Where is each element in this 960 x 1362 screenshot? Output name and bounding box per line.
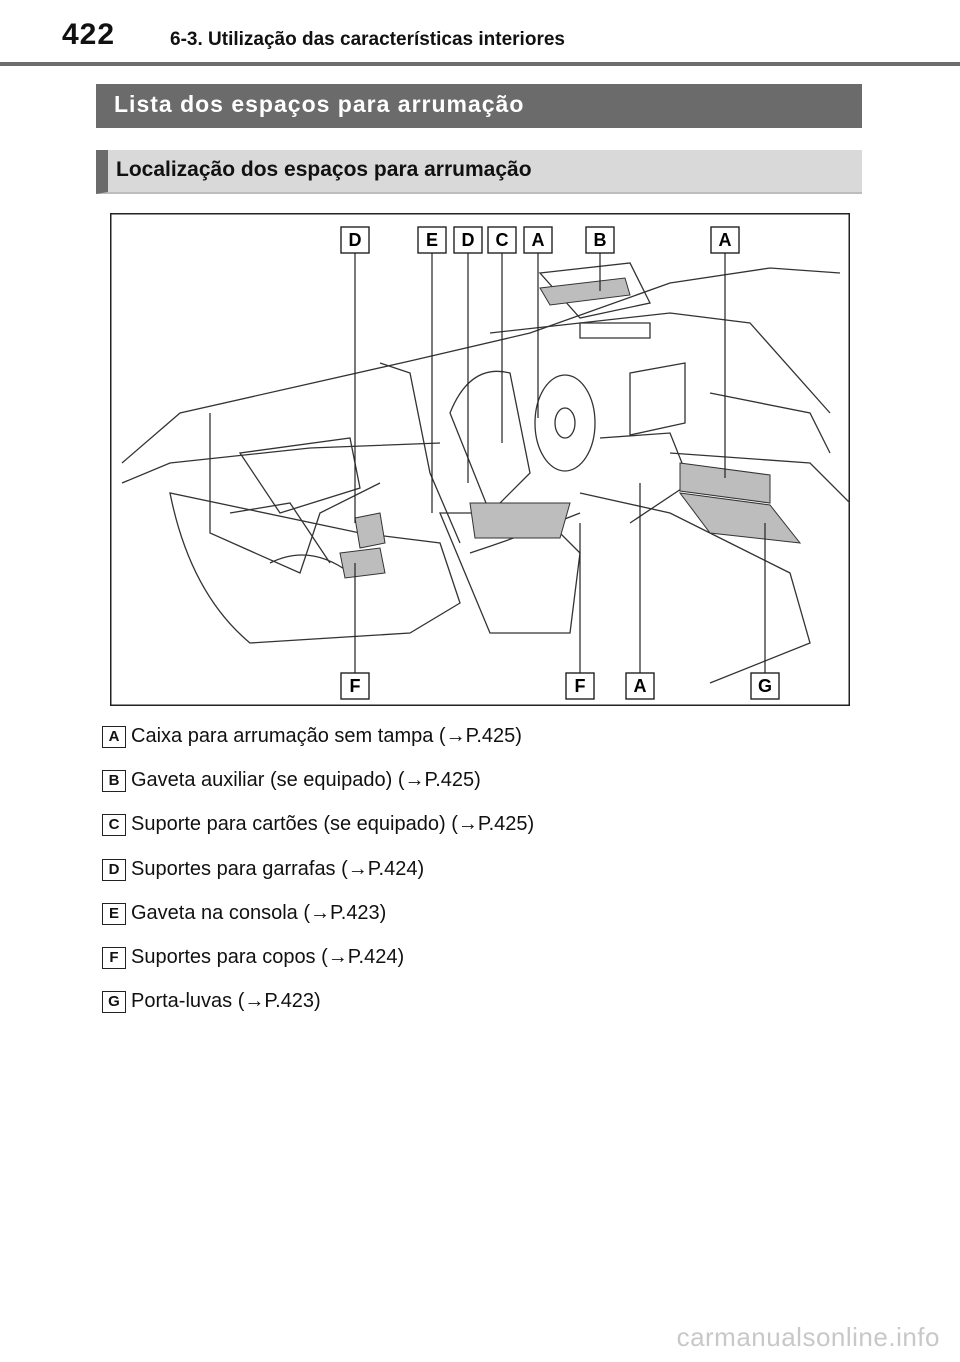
legend-item: A Caixa para arrumação sem tampa (→P.425…	[102, 722, 802, 766]
legend-text: Gaveta na consola (→P.423)	[131, 901, 387, 924]
front-seat-right	[579, 492, 811, 684]
callout-top-6: B	[585, 226, 615, 254]
callout-top-1-label: D	[349, 230, 362, 250]
dashboard-lower	[669, 452, 850, 504]
rear-door	[209, 413, 381, 574]
callout-top-1: D	[340, 226, 370, 254]
callout-bottom-3-label: A	[634, 676, 647, 696]
display-screen	[629, 362, 686, 436]
legend-badge: C	[102, 814, 126, 837]
legend-badge: E	[102, 902, 126, 925]
legend-item: C Suporte para cartões (se equipado) (→P…	[102, 810, 802, 854]
callout-top-2: E	[417, 226, 447, 254]
callout-bottom-4: G	[750, 672, 780, 700]
rear-door-line	[121, 442, 441, 484]
legend-text: Suporte para cartões (se equipado) (→P.4…	[131, 813, 535, 836]
legend-text: Suportes para garrafas (→P.424)	[131, 857, 425, 880]
callout-top-4: C	[487, 226, 517, 254]
leader-lines	[354, 247, 766, 673]
interior-illustration: D E D C A B A F F A G	[110, 213, 850, 706]
legend-badge: A	[102, 726, 126, 748]
callout-bottom-1: F	[340, 672, 370, 700]
callout-top-6-label: B	[594, 230, 607, 250]
callout-top-3-label: D	[462, 230, 475, 250]
legend-item: F Suportes para copos (→P.424)	[102, 943, 802, 987]
page-number: 422	[62, 18, 116, 51]
callout-bottom-3: A	[625, 672, 655, 700]
legend-item: E Gaveta na consola (→P.423)	[102, 899, 802, 943]
legend-text: Gaveta auxiliar (se equipado) (→P.425)	[131, 769, 481, 792]
callout-top-4-label: C	[496, 230, 509, 250]
rear-seat	[169, 492, 461, 644]
watermark: carmanualsonline.info	[676, 1322, 940, 1352]
glovebox-highlight	[678, 492, 802, 544]
front-seat-back-left	[449, 370, 531, 515]
legend-text: Suportes para copos (→P.424)	[131, 945, 405, 968]
steering-hub	[554, 407, 576, 439]
rear-seat-back	[229, 502, 331, 564]
rear-view-mirror	[579, 322, 651, 339]
header-rule	[0, 62, 960, 66]
callout-top-7: A	[710, 226, 740, 254]
rear-armrest	[269, 554, 351, 574]
callouts-top: D E D C A B A	[340, 226, 740, 254]
callout-bottom-2: F	[565, 672, 595, 700]
legend-text: Porta-luvas (→P.423)	[131, 990, 321, 1013]
section-title: 6-3. Utilização das características inte…	[170, 29, 565, 50]
steering-wheel	[534, 374, 596, 472]
callout-top-7-label: A	[719, 230, 732, 250]
windshield-base	[489, 312, 831, 414]
callout-top-2-label: E	[426, 230, 438, 250]
center-console	[599, 432, 691, 524]
rear-window	[238, 437, 361, 514]
legend-badge: D	[102, 858, 126, 881]
legend-item: B Gaveta auxiliar (se equipado) (→P.425)	[102, 766, 802, 810]
callouts-bottom: F F A G	[340, 672, 780, 700]
legend-badge: F	[102, 946, 126, 969]
legend-item: D Suportes para garrafas (→P.424)	[102, 855, 802, 899]
legend-item: G Porta-luvas (→P.423)	[102, 987, 802, 1031]
console-drawer-highlight	[469, 502, 571, 539]
storage-highlights	[339, 277, 802, 579]
callout-bottom-2-label: F	[575, 676, 586, 696]
callout-bottom-1-label: F	[350, 676, 361, 696]
sub-heading-banner: Localização dos espaços para arrumação	[96, 150, 862, 194]
legend-badge: B	[102, 770, 126, 793]
dashboard-upper	[709, 392, 831, 454]
callout-top-3: D	[453, 226, 483, 254]
legend-badge: G	[102, 991, 126, 1014]
auxiliary-drawer-highlight	[539, 277, 631, 306]
storage-legend: A Caixa para arrumação sem tampa (→P.425…	[102, 722, 802, 1031]
page-header: 422 6-3. Utilização das características …	[0, 0, 960, 66]
callout-bottom-4-label: G	[758, 676, 772, 696]
callout-top-5-label: A	[532, 230, 545, 250]
b-pillar	[379, 362, 461, 544]
main-heading: Lista dos espaços para arrumação	[114, 91, 525, 117]
main-heading-banner: Lista dos espaços para arrumação	[96, 84, 862, 128]
dash-tray-highlight	[679, 462, 771, 504]
roof-line	[121, 267, 841, 464]
sub-heading: Localização dos espaços para arrumação	[116, 158, 532, 181]
legend-text: Caixa para arrumação sem tampa (→P.425)	[131, 725, 522, 747]
rear-cupholder-highlight	[339, 547, 386, 579]
rear-bottle-holder-highlight	[354, 512, 386, 549]
callout-top-5: A	[523, 226, 553, 254]
interior-drawing: D E D C A B A F F A G	[110, 213, 850, 706]
figure-frame	[110, 213, 850, 706]
